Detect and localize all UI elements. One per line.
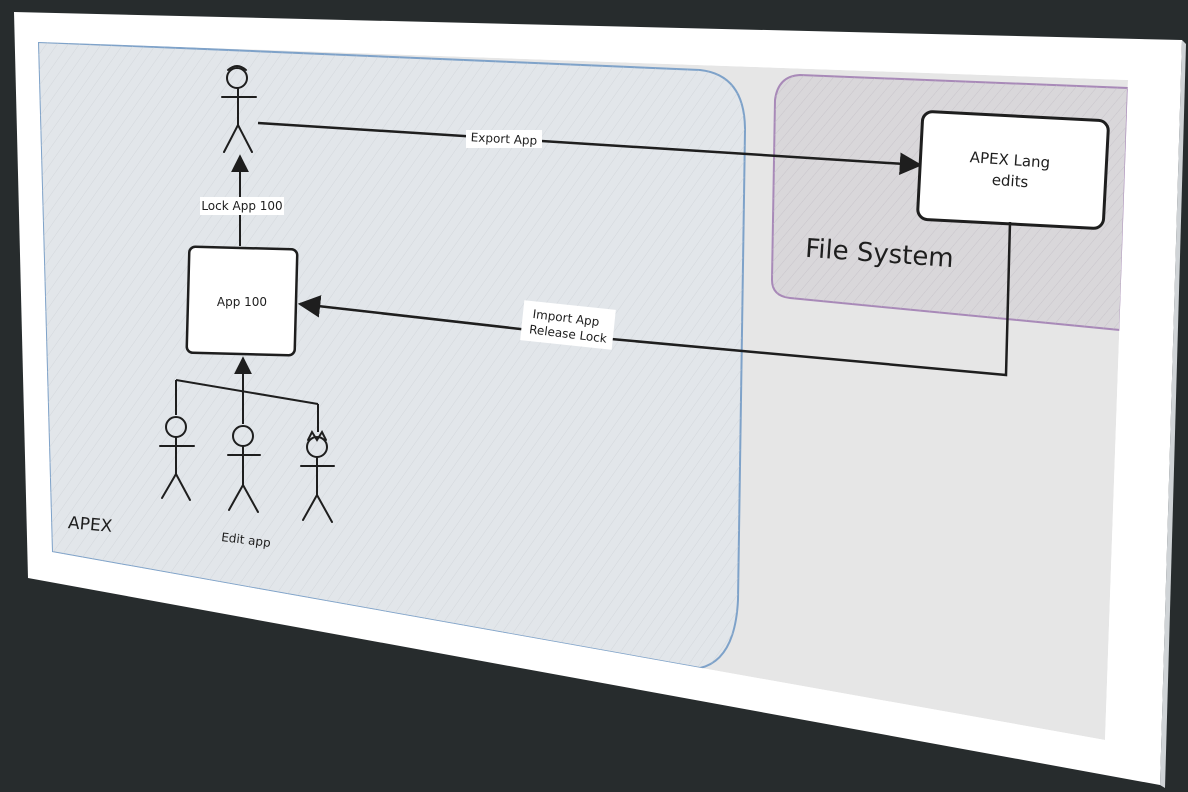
lock-label-bg bbox=[200, 197, 284, 215]
apex-lang-label-line2: edits bbox=[991, 171, 1029, 192]
import-arrow bbox=[297, 221, 1012, 377]
export-label: Export App bbox=[470, 130, 537, 147]
user-figure-icon bbox=[221, 65, 257, 153]
editors-connector bbox=[175, 356, 319, 432]
apex-lang-label-line1: APEX Lang bbox=[969, 148, 1050, 172]
apex-region-label: APEX bbox=[67, 513, 113, 537]
export-arrow bbox=[257, 121, 923, 175]
import-label-bg bbox=[520, 300, 616, 350]
app-100-node bbox=[185, 245, 299, 357]
apex-lang-node bbox=[916, 110, 1110, 230]
board-shadow-edge bbox=[1160, 40, 1186, 788]
edit-app-label: Edit app bbox=[221, 530, 272, 550]
export-label-bg bbox=[466, 130, 542, 148]
lock-label: Lock App 100 bbox=[201, 199, 282, 213]
editor-figure-1-icon bbox=[159, 416, 195, 501]
app-100-label: App 100 bbox=[217, 295, 267, 309]
editor-figure-3-icon bbox=[300, 429, 335, 523]
editor-figure-2-icon bbox=[227, 425, 261, 513]
